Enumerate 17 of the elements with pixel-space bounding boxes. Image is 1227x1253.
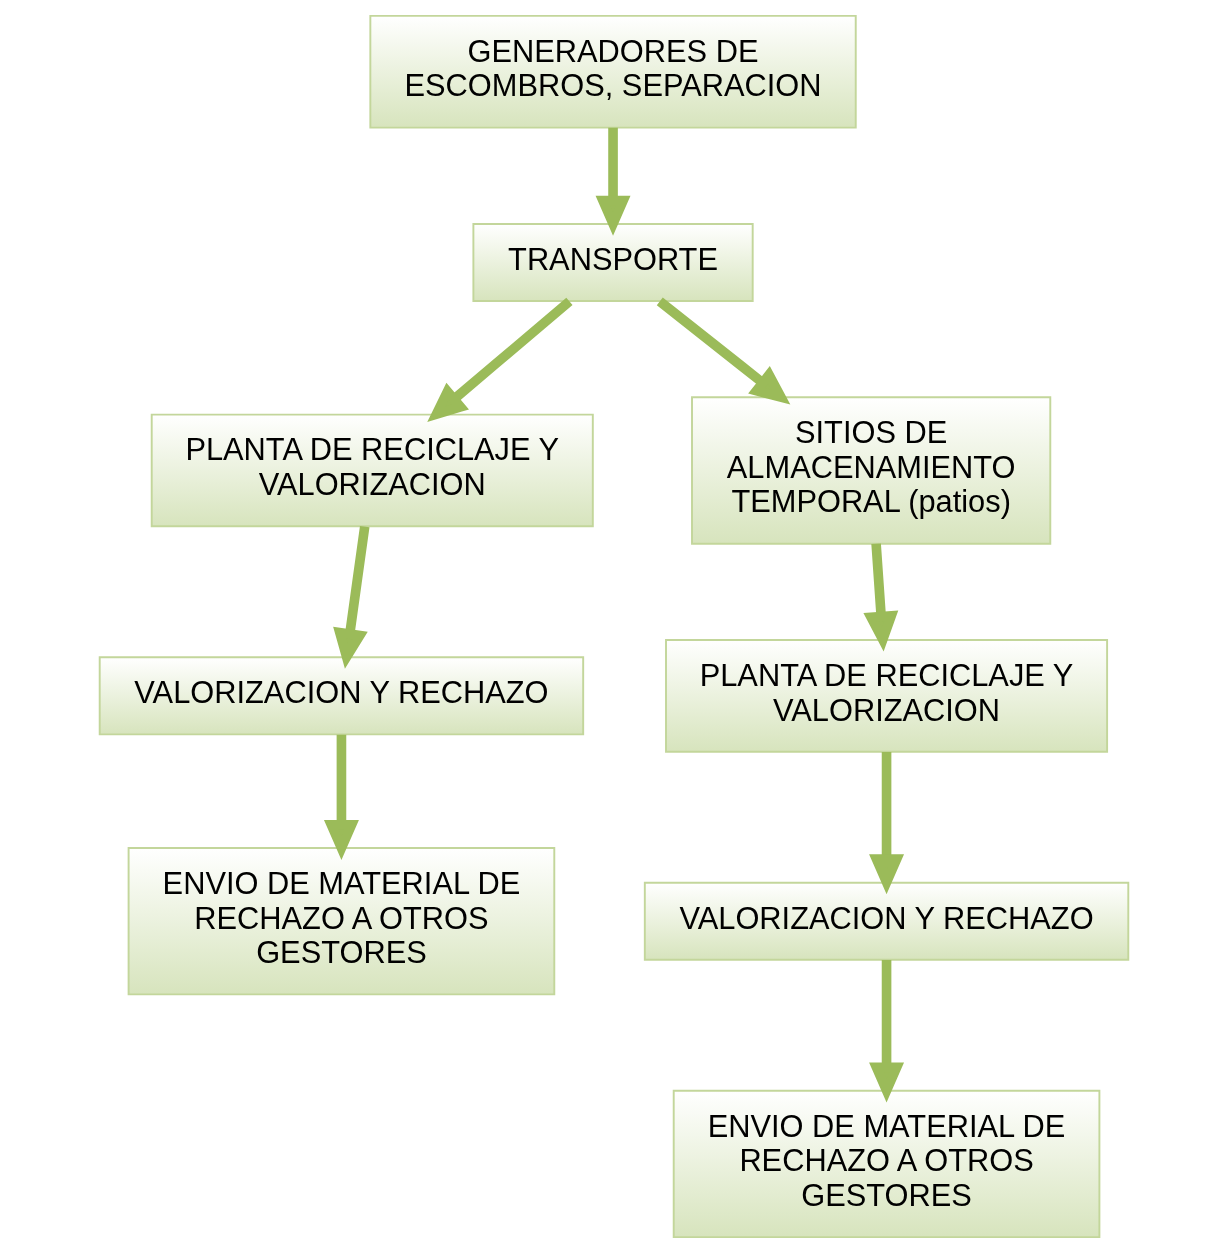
node-box: GENERADORES DE ESCOMBROS, SEPARACION xyxy=(368,14,857,129)
arrow xyxy=(332,525,369,669)
node-box: ENVIO DE MATERIAL DE RECHAZO A OTROS GESTORES xyxy=(672,1089,1100,1239)
node-box: TRANSPORTE xyxy=(471,222,754,302)
node-box: PLANTA DE RECICLAJE Y VALORIZACION xyxy=(664,639,1108,753)
arrow xyxy=(862,543,898,652)
arrow xyxy=(595,127,630,236)
arrow xyxy=(868,959,904,1103)
node-box: VALORIZACION Y RECHAZO xyxy=(643,881,1129,961)
node-box: ENVIO DE MATERIAL DE RECHAZO A OTROS GESTORES xyxy=(127,847,555,996)
arrow xyxy=(656,297,790,405)
node-box: SITIOS DE ALMACENAMIENTO TEMPORAL (patios) xyxy=(690,396,1051,545)
node-box: VALORIZACION Y RECHAZO xyxy=(98,656,584,736)
arrow xyxy=(868,751,904,895)
arrow xyxy=(426,297,573,422)
arrow xyxy=(323,734,359,860)
node-box: PLANTA DE RECICLAJE Y VALORIZACION xyxy=(150,413,594,528)
